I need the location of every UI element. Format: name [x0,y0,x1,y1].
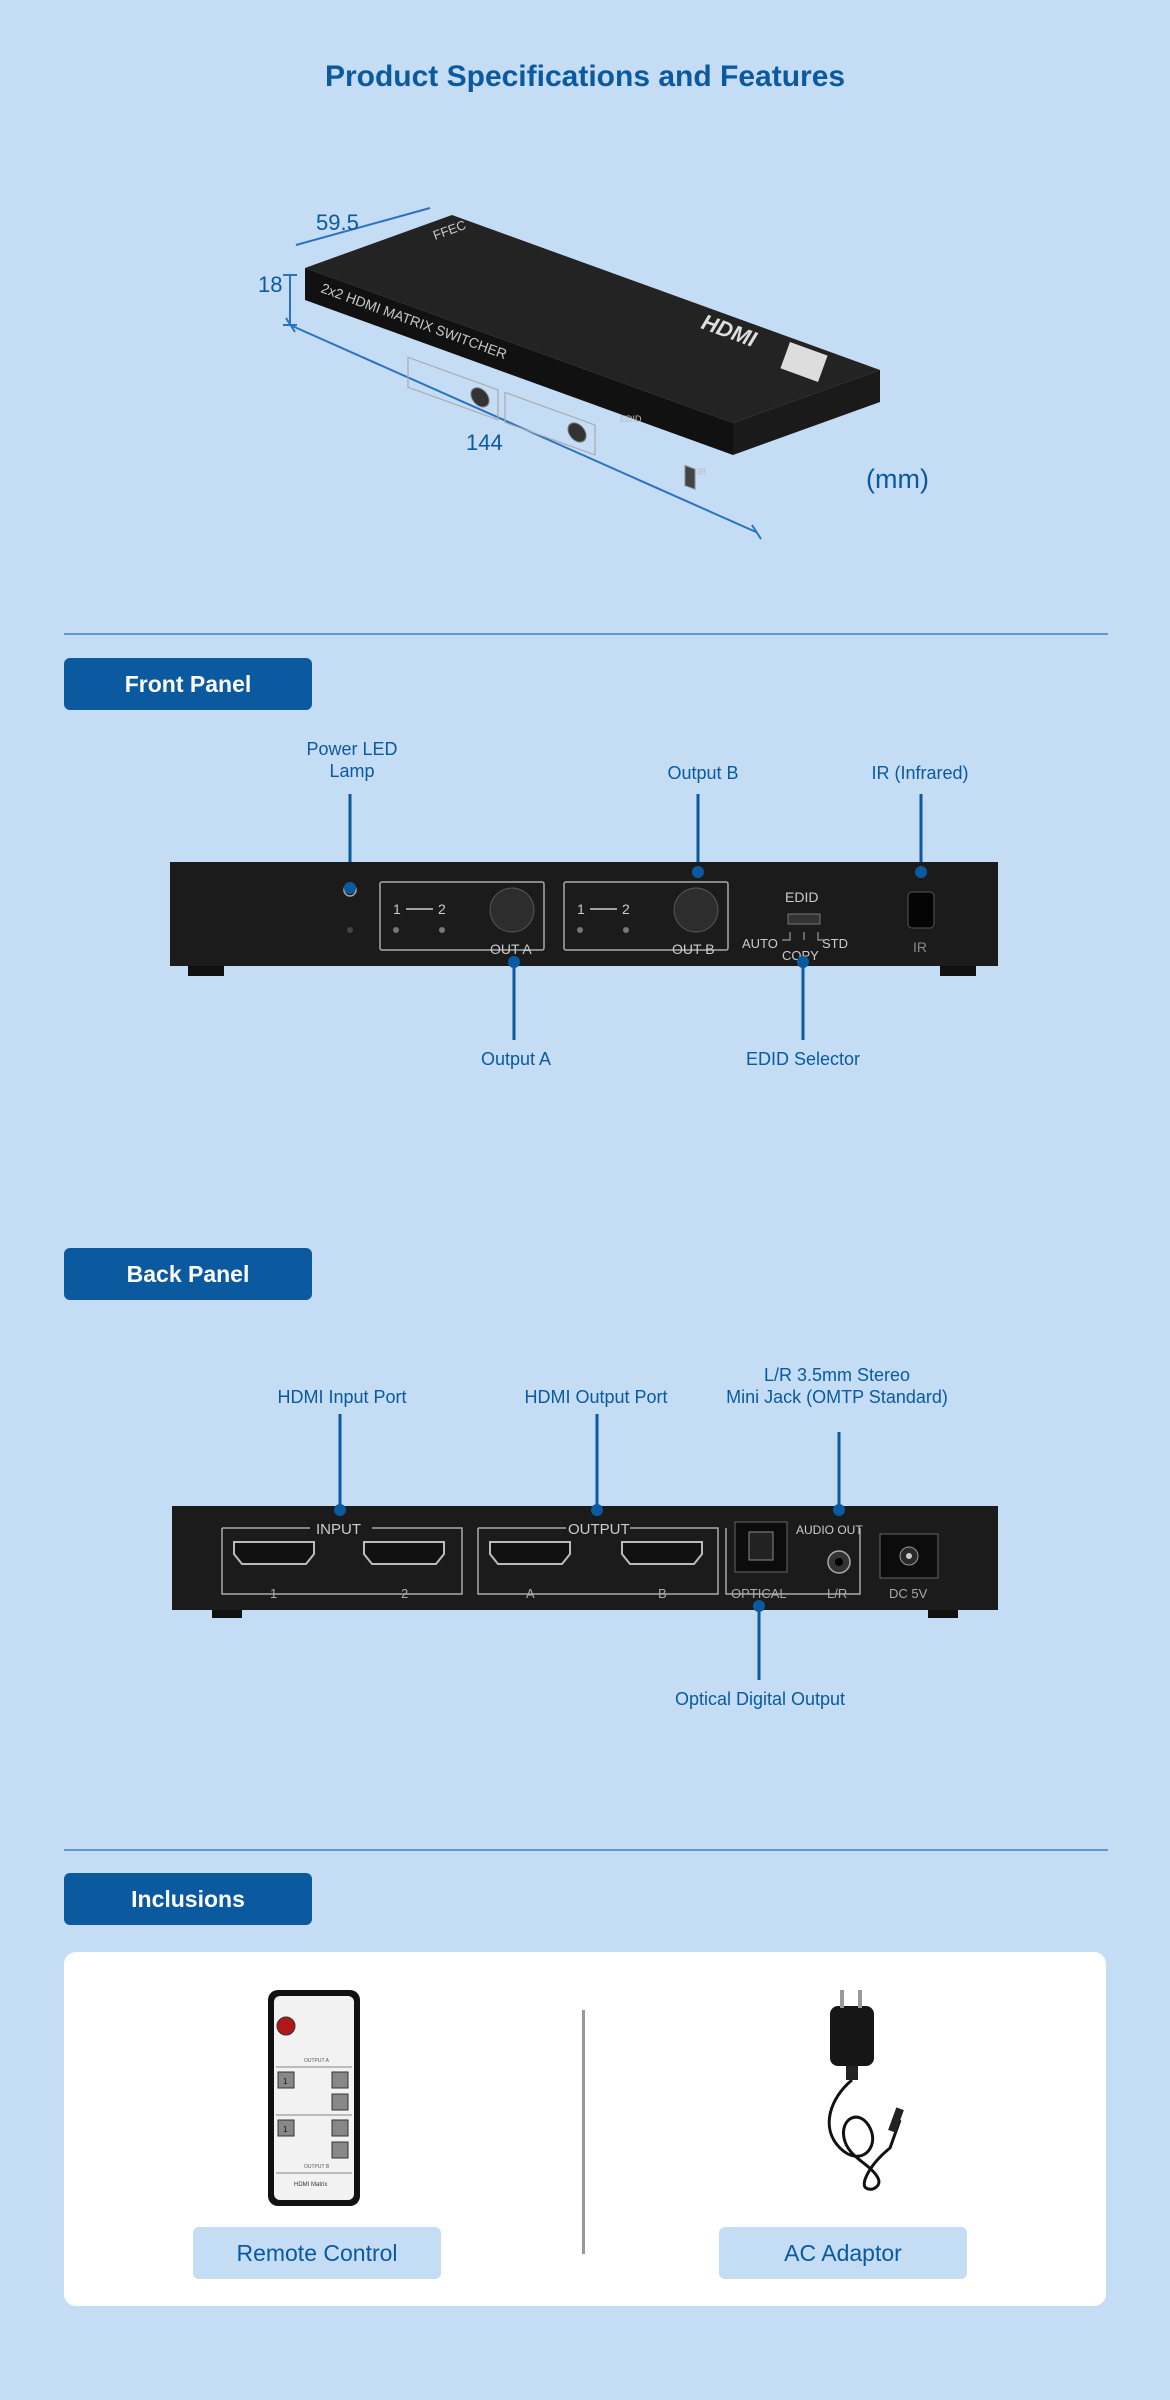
front-panel-one: 1 [393,901,401,917]
dimension-width: 59.5 [316,210,359,235]
back-panel-in1: 1 [270,1586,277,1601]
remote-output-a: OUTPUT A [304,2058,330,2064]
callout-power-led: Power LED Lamp [306,739,398,781]
front-panel-out-b: OUT B [672,941,715,957]
back-panel-optical: OPTICAL [731,1586,787,1601]
callout-hdmi-output: HDMI Output Port [524,1387,668,1407]
back-panel-dc: DC 5V [889,1586,928,1601]
front-panel-illustration: 1 2 OUT A 1 2 OUT B EDID AUTO STD COPY I… [170,794,998,1040]
back-panel-input: INPUT [316,1521,361,1538]
dimension-length: 144 [466,430,503,455]
back-panel-lr: L/R [827,1586,847,1601]
callout-output-b: Output B [667,763,739,783]
section-divider-2 [64,1849,1108,1851]
front-panel-auto: AUTO [742,936,778,951]
back-panel-illustration: INPUT 1 2 OUTPUT A B OPTICAL AUDIO OUT L… [172,1414,998,1680]
inclusions-divider [582,2010,585,2254]
front-panel-copy: COPY [782,948,819,963]
front-panel-out-a: OUT A [490,941,532,957]
callout-hdmi-input: HDMI Input Port [277,1387,407,1407]
dimension-height: 18 [258,272,283,297]
front-panel-two-b: 2 [622,901,630,917]
remote-key-1b: 1 [283,2125,288,2134]
device-dimension-illustration: 2x2 HDMI MATRIX SWITCHER FFEC HDMI EDID … [283,207,880,540]
callout-optical: Optical Digital Output [674,1689,846,1709]
front-panel-two: 2 [438,901,446,917]
back-panel-outB: B [658,1586,667,1601]
front-panel-ir: IR [913,939,927,955]
remote-control-image: OUTPUT A 1 1 OUTPUT B HDMI Matrix [268,1990,360,2206]
remote-output-b: OUTPUT B [304,2164,330,2170]
back-panel-outA: A [526,1586,535,1601]
inclusion-ac-adaptor-label: AC Adaptor [719,2227,967,2279]
front-panel-std: STD [822,936,848,951]
page-title: Product Specifications and Features [324,60,846,93]
callout-output-a: Output A [480,1049,552,1069]
front-panel-label: Front Panel [64,658,312,710]
back-panel-label: Back Panel [64,1248,312,1300]
front-panel-one-b: 1 [577,901,585,917]
section-divider [64,633,1108,635]
back-panel-output: OUTPUT [568,1521,630,1538]
callout-stereo-jack: L/R 3.5mm Stereo Mini Jack (OMTP Standar… [726,1365,948,1407]
dimension-unit: (mm) [866,464,929,494]
inclusion-remote-control-label: Remote Control [193,2227,441,2279]
front-panel-edid: EDID [785,889,818,905]
ac-adaptor-image [827,1990,904,2191]
callout-edid-selector: EDID Selector [745,1049,861,1069]
remote-key-1a: 1 [283,2077,288,2086]
inclusions-label: Inclusions [64,1873,312,1925]
back-panel-audio-out: AUDIO OUT [796,1523,863,1537]
device-ir-text: IR [697,467,707,477]
remote-brand: HDMI Matrix [294,2182,327,2188]
callout-ir: IR (Infrared) [871,763,969,783]
device-edid-text: EDID [620,414,642,424]
back-panel-in2: 2 [401,1586,408,1601]
